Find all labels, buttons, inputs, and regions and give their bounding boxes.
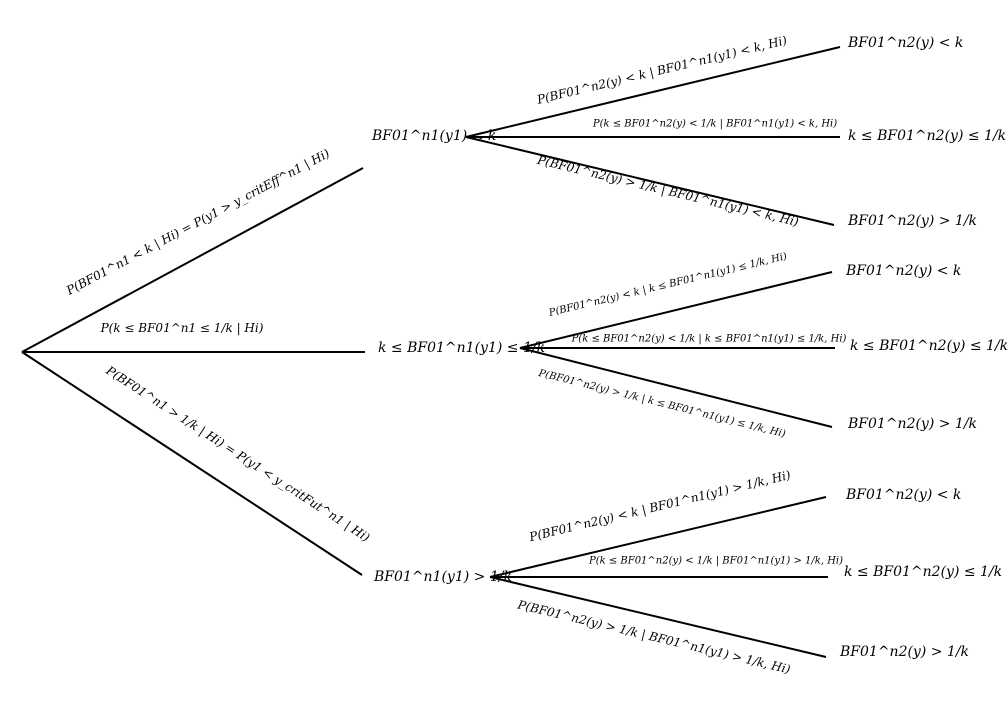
node3-branch-line-3 bbox=[489, 576, 827, 658]
outcome-1-3: BF01^n2(y) > 1/k bbox=[848, 213, 978, 229]
node-3-label: BF01^n1(y1) > 1/k bbox=[374, 569, 512, 585]
outcome-3-2: k ≤ BF01^n2(y) ≤ 1/k bbox=[844, 564, 1003, 580]
outcome-3-1: BF01^n2(y) < k bbox=[846, 487, 962, 503]
root-branch-line-1 bbox=[21, 167, 364, 353]
node1-branch-line-1 bbox=[465, 46, 841, 138]
outcome-2-1: BF01^n2(y) < k bbox=[846, 263, 962, 279]
node1-branch-line-3 bbox=[465, 136, 835, 226]
node-2-label: k ≤ BF01^n1(y1) ≤ 1/k bbox=[378, 340, 546, 356]
root-branch-line-3 bbox=[21, 351, 363, 576]
node3-edge-label-2: P(k ≤ BF01^n2(y) < 1/k | BF01^n1(y1) > 1… bbox=[588, 555, 844, 567]
outcome-3-3: BF01^n2(y) > 1/k bbox=[840, 644, 970, 660]
node2-branch-line-1 bbox=[519, 271, 833, 349]
outcome-1-2: k ≤ BF01^n2(y) ≤ 1/k bbox=[848, 128, 1007, 144]
root-branch-label-2: P(k ≤ BF01^n1 ≤ 1/k | Hi) bbox=[100, 321, 264, 335]
node2-edge-label-2: P(k ≤ BF01^n2(y) < 1/k | k ≤ BF01^n1(y1)… bbox=[571, 333, 847, 345]
node3-branch-line-1 bbox=[489, 496, 827, 578]
outcome-1-1: BF01^n2(y) < k bbox=[848, 35, 964, 51]
node2-branch-line-3 bbox=[519, 347, 833, 428]
node-1-label: BF01^n1(y1) < k bbox=[372, 128, 497, 144]
outcome-2-3: BF01^n2(y) > 1/k bbox=[848, 416, 978, 432]
node1-edge-label-2: P(k ≤ BF01^n2(y) < 1/k | BF01^n1(y1) < k… bbox=[592, 118, 838, 130]
outcome-2-2: k ≤ BF01^n2(y) ≤ 1/k bbox=[850, 338, 1008, 354]
